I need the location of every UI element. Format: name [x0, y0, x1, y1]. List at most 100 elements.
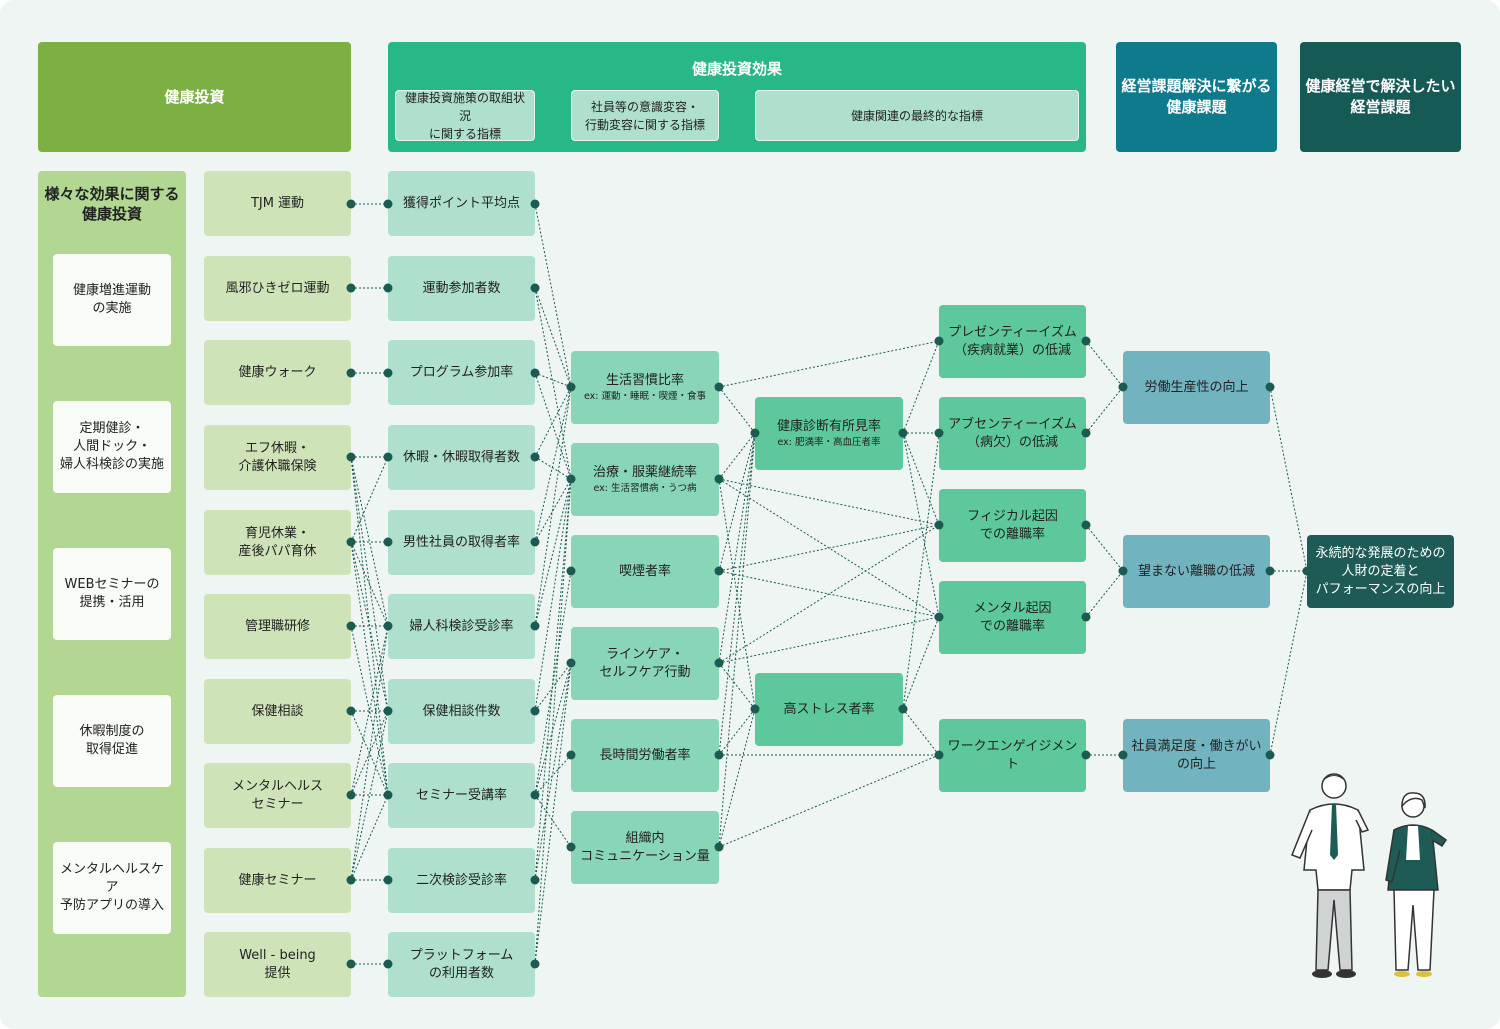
indicator-male-leave-rate: 男性社員の取得者率	[388, 510, 535, 575]
metric-checkup-findings-label: 健康診断有所見率	[776, 419, 881, 434]
connector-dot	[530, 283, 540, 293]
connector-dot	[1118, 382, 1128, 392]
connector-dot	[346, 368, 356, 378]
indicator-avg-points: 獲得ポイント平均点	[388, 171, 535, 236]
connector-dot	[934, 750, 944, 760]
connector-dot	[714, 658, 724, 668]
connector-dot	[1302, 566, 1312, 576]
connector-dot	[346, 790, 356, 800]
connector-dot	[566, 382, 576, 392]
header-effect-sub-final-health: 健康関連の最終的な指標	[755, 90, 1079, 141]
behavior-long-hours-rate: 長時間労働者率	[571, 719, 719, 792]
header-health-issues: 経営課題解決に繋がる 健康課題	[1116, 42, 1277, 152]
outcome-work-engagement: ワークエンゲイジメント	[939, 719, 1086, 792]
metric-high-stress: 高ストレス者率	[755, 673, 903, 746]
connector-dot	[530, 199, 540, 209]
connector-dot	[383, 283, 393, 293]
connector-dot	[383, 368, 393, 378]
category-item-exercise: 健康増進運動 の実施	[53, 254, 171, 346]
connector-dot	[566, 474, 576, 484]
issue-satisfaction: 社員満足度・働きがい の向上	[1123, 719, 1270, 792]
initiative-manager-training: 管理職研修	[204, 594, 351, 659]
connector-dot	[1081, 520, 1091, 530]
connector-dot	[383, 959, 393, 969]
connector-dot	[346, 875, 356, 885]
connector-dot	[530, 706, 540, 716]
indicator-program-rate: プログラム参加率	[388, 340, 535, 405]
initiative-health-consult: 保健相談	[204, 679, 351, 744]
connector-dot	[1265, 750, 1275, 760]
initiative-mental-seminar: メンタルヘルス セミナー	[204, 763, 351, 828]
connector-dot	[1118, 566, 1128, 576]
initiative-health-seminar: 健康セミナー	[204, 848, 351, 913]
connector-dot	[383, 621, 393, 631]
metric-checkup-findings: 健康診断有所見率 ex: 肥満率・高血圧者率	[755, 397, 903, 470]
outcome-presenteeism: プレゼンティーイズム （疾病就業）の低減	[939, 305, 1086, 378]
behavior-line-self-care: ラインケア・ セルフケア行動	[571, 627, 719, 700]
initiative-leave-insurance: エフ休暇・ 介護休職保険	[204, 425, 351, 490]
indicator-consult-count: 保健相談件数	[388, 679, 535, 744]
connector-dot	[1118, 750, 1128, 760]
connector-dot	[383, 537, 393, 547]
indicator-exercise-participants: 運動参加者数	[388, 256, 535, 321]
connector-dot	[898, 428, 908, 438]
category-item-leave-system: 休暇制度の 取得促進	[53, 695, 171, 787]
behavior-lifestyle-ratio: 生活習慣比率 ex: 運動・睡眠・喫煙・食事	[571, 351, 719, 424]
connector-dot	[530, 452, 540, 462]
connector-dot	[934, 428, 944, 438]
category-item-mental-app: メンタルヘルスケア 予防アプリの導入	[53, 842, 171, 934]
connector-dot	[383, 452, 393, 462]
connector-dot	[383, 706, 393, 716]
connector-dot	[934, 336, 944, 346]
connector-dot	[346, 621, 356, 631]
header-effect: 健康投資効果	[691, 59, 782, 78]
connector-dot	[530, 368, 540, 378]
connector-dot	[530, 875, 540, 885]
connector-dot	[714, 474, 724, 484]
behavior-smoker-rate: 喫煙者率	[571, 535, 719, 608]
final-goal: 永続的な発展のための 人財の定着と パフォーマンスの向上	[1307, 535, 1454, 608]
initiative-wellbeing: Well - being 提供	[204, 932, 351, 997]
behavior-lifestyle-ratio-label: 生活習慣比率	[605, 373, 684, 388]
header-effect-sub-behavior-change: 社員等の意識変容・ 行動変容に関する指標	[571, 90, 719, 141]
initiative-health-walk: 健康ウォーク	[204, 340, 351, 405]
man-figure-icon	[1291, 773, 1370, 978]
connector-dot	[566, 842, 576, 852]
connector-dot	[530, 790, 540, 800]
behavior-treatment-continuation: 治療・服薬継続率 ex: 生活習慣病・うつ病	[571, 443, 719, 516]
issue-unwanted-turnover: 望まない離職の低減	[1123, 535, 1270, 608]
connector-dot	[346, 959, 356, 969]
metric-checkup-findings-sub: ex: 肥満率・高血圧者率	[777, 437, 881, 448]
woman-figure-icon	[1385, 792, 1448, 977]
category-title: 様々な効果に関する 健康投資	[44, 185, 180, 223]
connector-dot	[898, 704, 908, 714]
connector-dot	[346, 452, 356, 462]
connector-dot	[714, 842, 724, 852]
connector-dot	[1081, 612, 1091, 622]
indicator-leave-takers: 休暇・休暇取得者数	[388, 425, 535, 490]
category-item-checkups: 定期健診・ 人間ドック・ 婦人科検診の実施	[53, 401, 171, 493]
category-item-web-seminar: WEBセミナーの 提携・活用	[53, 548, 171, 640]
connector-dot	[346, 706, 356, 716]
indicator-platform-users: プラットフォーム の利用者数	[388, 932, 535, 997]
connector-dot	[346, 283, 356, 293]
behavior-lifestyle-ratio-sub: ex: 運動・睡眠・喫煙・食事	[583, 391, 707, 402]
header-effect-sub-initiative-status: 健康投資施策の取組状況 に関する指標	[395, 90, 535, 141]
connector-dot	[714, 382, 724, 392]
connector-dot	[714, 566, 724, 576]
initiative-cold-zero: 風邪ひきゼロ運動	[204, 256, 351, 321]
connector-dot	[1265, 382, 1275, 392]
behavior-treatment-label: 治療・服薬継続率	[592, 465, 697, 480]
outcome-mental-turnover: メンタル起因 での離職率	[939, 581, 1086, 654]
connector-dot	[714, 750, 724, 760]
connector-dot	[1081, 750, 1091, 760]
connector-dot	[750, 428, 760, 438]
connector-dot	[566, 750, 576, 760]
connector-dot	[566, 658, 576, 668]
connector-dot	[383, 790, 393, 800]
connector-dot	[934, 612, 944, 622]
indicator-gyn-exam-rate: 婦人科検診受診率	[388, 594, 535, 659]
connector-dot	[530, 959, 540, 969]
